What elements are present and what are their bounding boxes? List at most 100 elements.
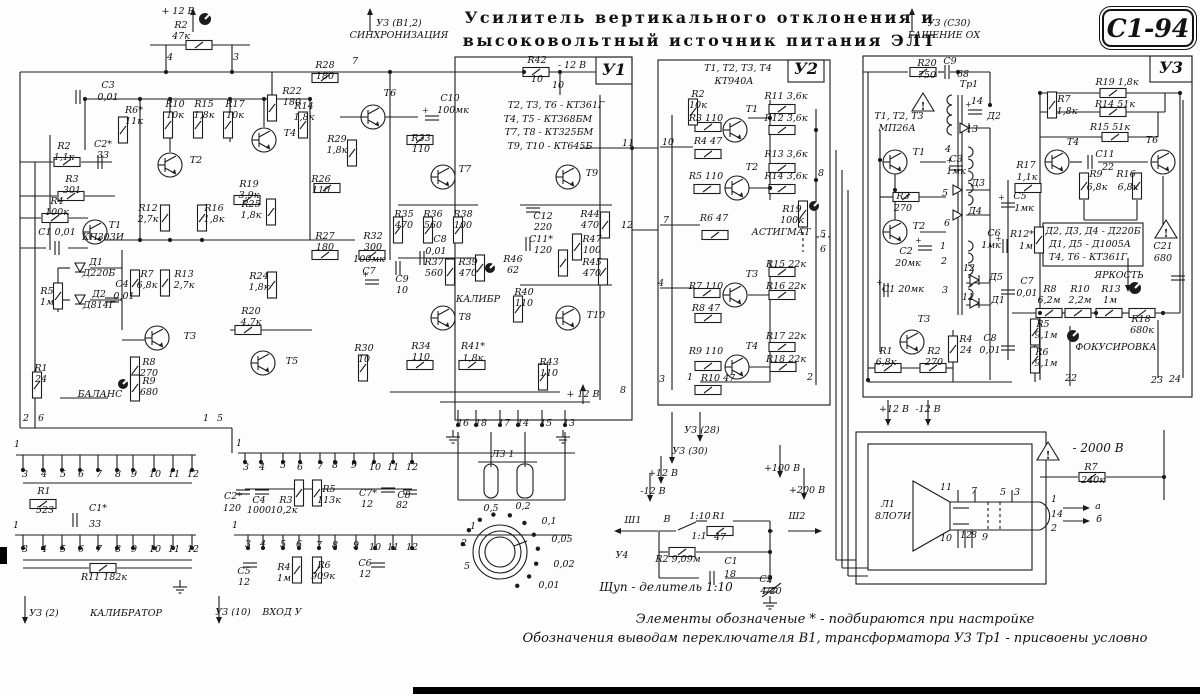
component-label: С21 [1153,241,1172,252]
component-label: 470 [580,220,599,231]
component-label: 3 [233,52,239,63]
component-label: Д2, Д3, Д4 - Д220Б [1044,226,1140,237]
component-label: R6 47 [699,213,729,224]
component-label: 300 [364,242,382,253]
component-label: Т9, Т10 - КТ645Б [508,141,593,152]
component-label: С2* [224,491,242,502]
component-label: АСТИГМАТ [751,227,811,238]
component-label: ГАШЕНИЕ ОХ [907,30,982,41]
component-label: 270 [893,203,912,214]
component-label: 12 [187,544,199,555]
component-label: С7 [1020,276,1034,287]
component-label: У4 [616,550,629,561]
component-label: +12 В [879,404,909,415]
component-label: R5 [39,286,53,297]
component-label: Т8 [459,312,471,323]
component-label: 6 [820,244,826,255]
component-label: 1мк [981,240,1001,251]
component-label: 180 [316,71,334,82]
component-label: С1 20мк [882,284,924,295]
component-label: 1м [40,297,54,308]
component-label: 9 [131,544,137,555]
component-label: R41* [460,341,485,352]
component-label: С5 [1013,191,1026,202]
component-label: R18 [1130,314,1150,325]
component-label: R6* [124,105,143,116]
component-label: 1м [1019,241,1033,252]
component-label: 7 [96,544,103,555]
component-label: 47 [713,532,727,543]
component-label: Т1, Т2, Т3 [874,111,923,122]
component-label: 24 [34,374,47,385]
component-label: 100 [583,245,601,256]
component-label: Т1 [109,220,121,231]
component-label: 12 [238,577,250,588]
component-label: 13 [563,418,575,429]
component-label: R2 [690,89,704,100]
component-label: 6,8к [876,357,897,368]
component-label: 1 [232,520,238,531]
component-label: 523 [36,505,54,516]
component-label: 270 [924,357,943,368]
component-label: 12 [187,469,199,480]
component-label: 10к [166,110,184,121]
component-label: R2 9,09м [654,554,700,565]
component-label: 1,1к [54,152,75,163]
component-label: +200 В [789,485,825,496]
component-label: R7 [1056,94,1071,105]
component-label: У3 (10) [215,607,251,618]
component-label: Т2 [746,162,758,173]
component-label: 11 [962,292,974,303]
component-label: 2,7к [137,214,159,225]
component-label: 33 [89,519,101,530]
component-label: С7 [362,266,376,277]
wires-layer [15,44,1184,598]
component-label: С7* [359,488,377,499]
component-label: 11к [125,116,143,127]
component-label: R9 [141,376,155,387]
component-label: 470 [458,268,477,279]
component-label: 110 [515,298,533,309]
component-label: С4 [115,279,128,290]
component-label: R39 [457,257,477,268]
component-label: 12 [359,569,371,580]
component-label: R5 [1035,319,1049,330]
component-label: 10,2к [271,505,298,516]
component-label: 14 [517,418,529,429]
component-label: 4 [259,539,266,550]
component-label: 22 [1064,373,1077,384]
component-label: R33 [410,133,430,144]
component-label: 470 [394,220,413,231]
component-label: 1:1 [691,531,706,542]
component-label: R47 [581,234,602,245]
component-label: R35 [393,209,413,220]
component-label: 1мк [946,166,966,177]
component-label: R11 182к [80,572,127,583]
component-label: 16 [457,418,469,429]
component-label: Т9 [586,168,598,179]
component-label: 0,01 [113,291,134,302]
component-label: 15 [540,418,552,429]
component-label: - 12 В [558,60,586,71]
component-label: 7 [971,486,978,497]
component-label: R7 [1083,462,1098,473]
component-label: R1 [33,363,47,374]
component-label: 0,01 [425,246,446,257]
scan-edge-bar [413,687,1200,694]
component-label: СИНХРОНИЗАЦИЯ [350,30,449,41]
component-label: 2 [1050,523,1057,534]
component-label: 82 [396,500,408,511]
component-label: Т7, Т8 - КТ325БМ [505,127,594,138]
component-label: МП26А [877,123,915,134]
component-label: Т1 [913,147,925,158]
component-label: R40 [513,287,533,298]
component-label: 10 [149,544,161,555]
footer-notes: Элементы обозначеные * - подбираются при… [470,610,1200,648]
component-label: 2,2м [1068,295,1092,306]
component-label: Д1 [88,257,103,268]
component-label: 9 [351,460,357,471]
component-label: 33 [97,150,109,161]
component-label: 14 [1051,509,1063,520]
